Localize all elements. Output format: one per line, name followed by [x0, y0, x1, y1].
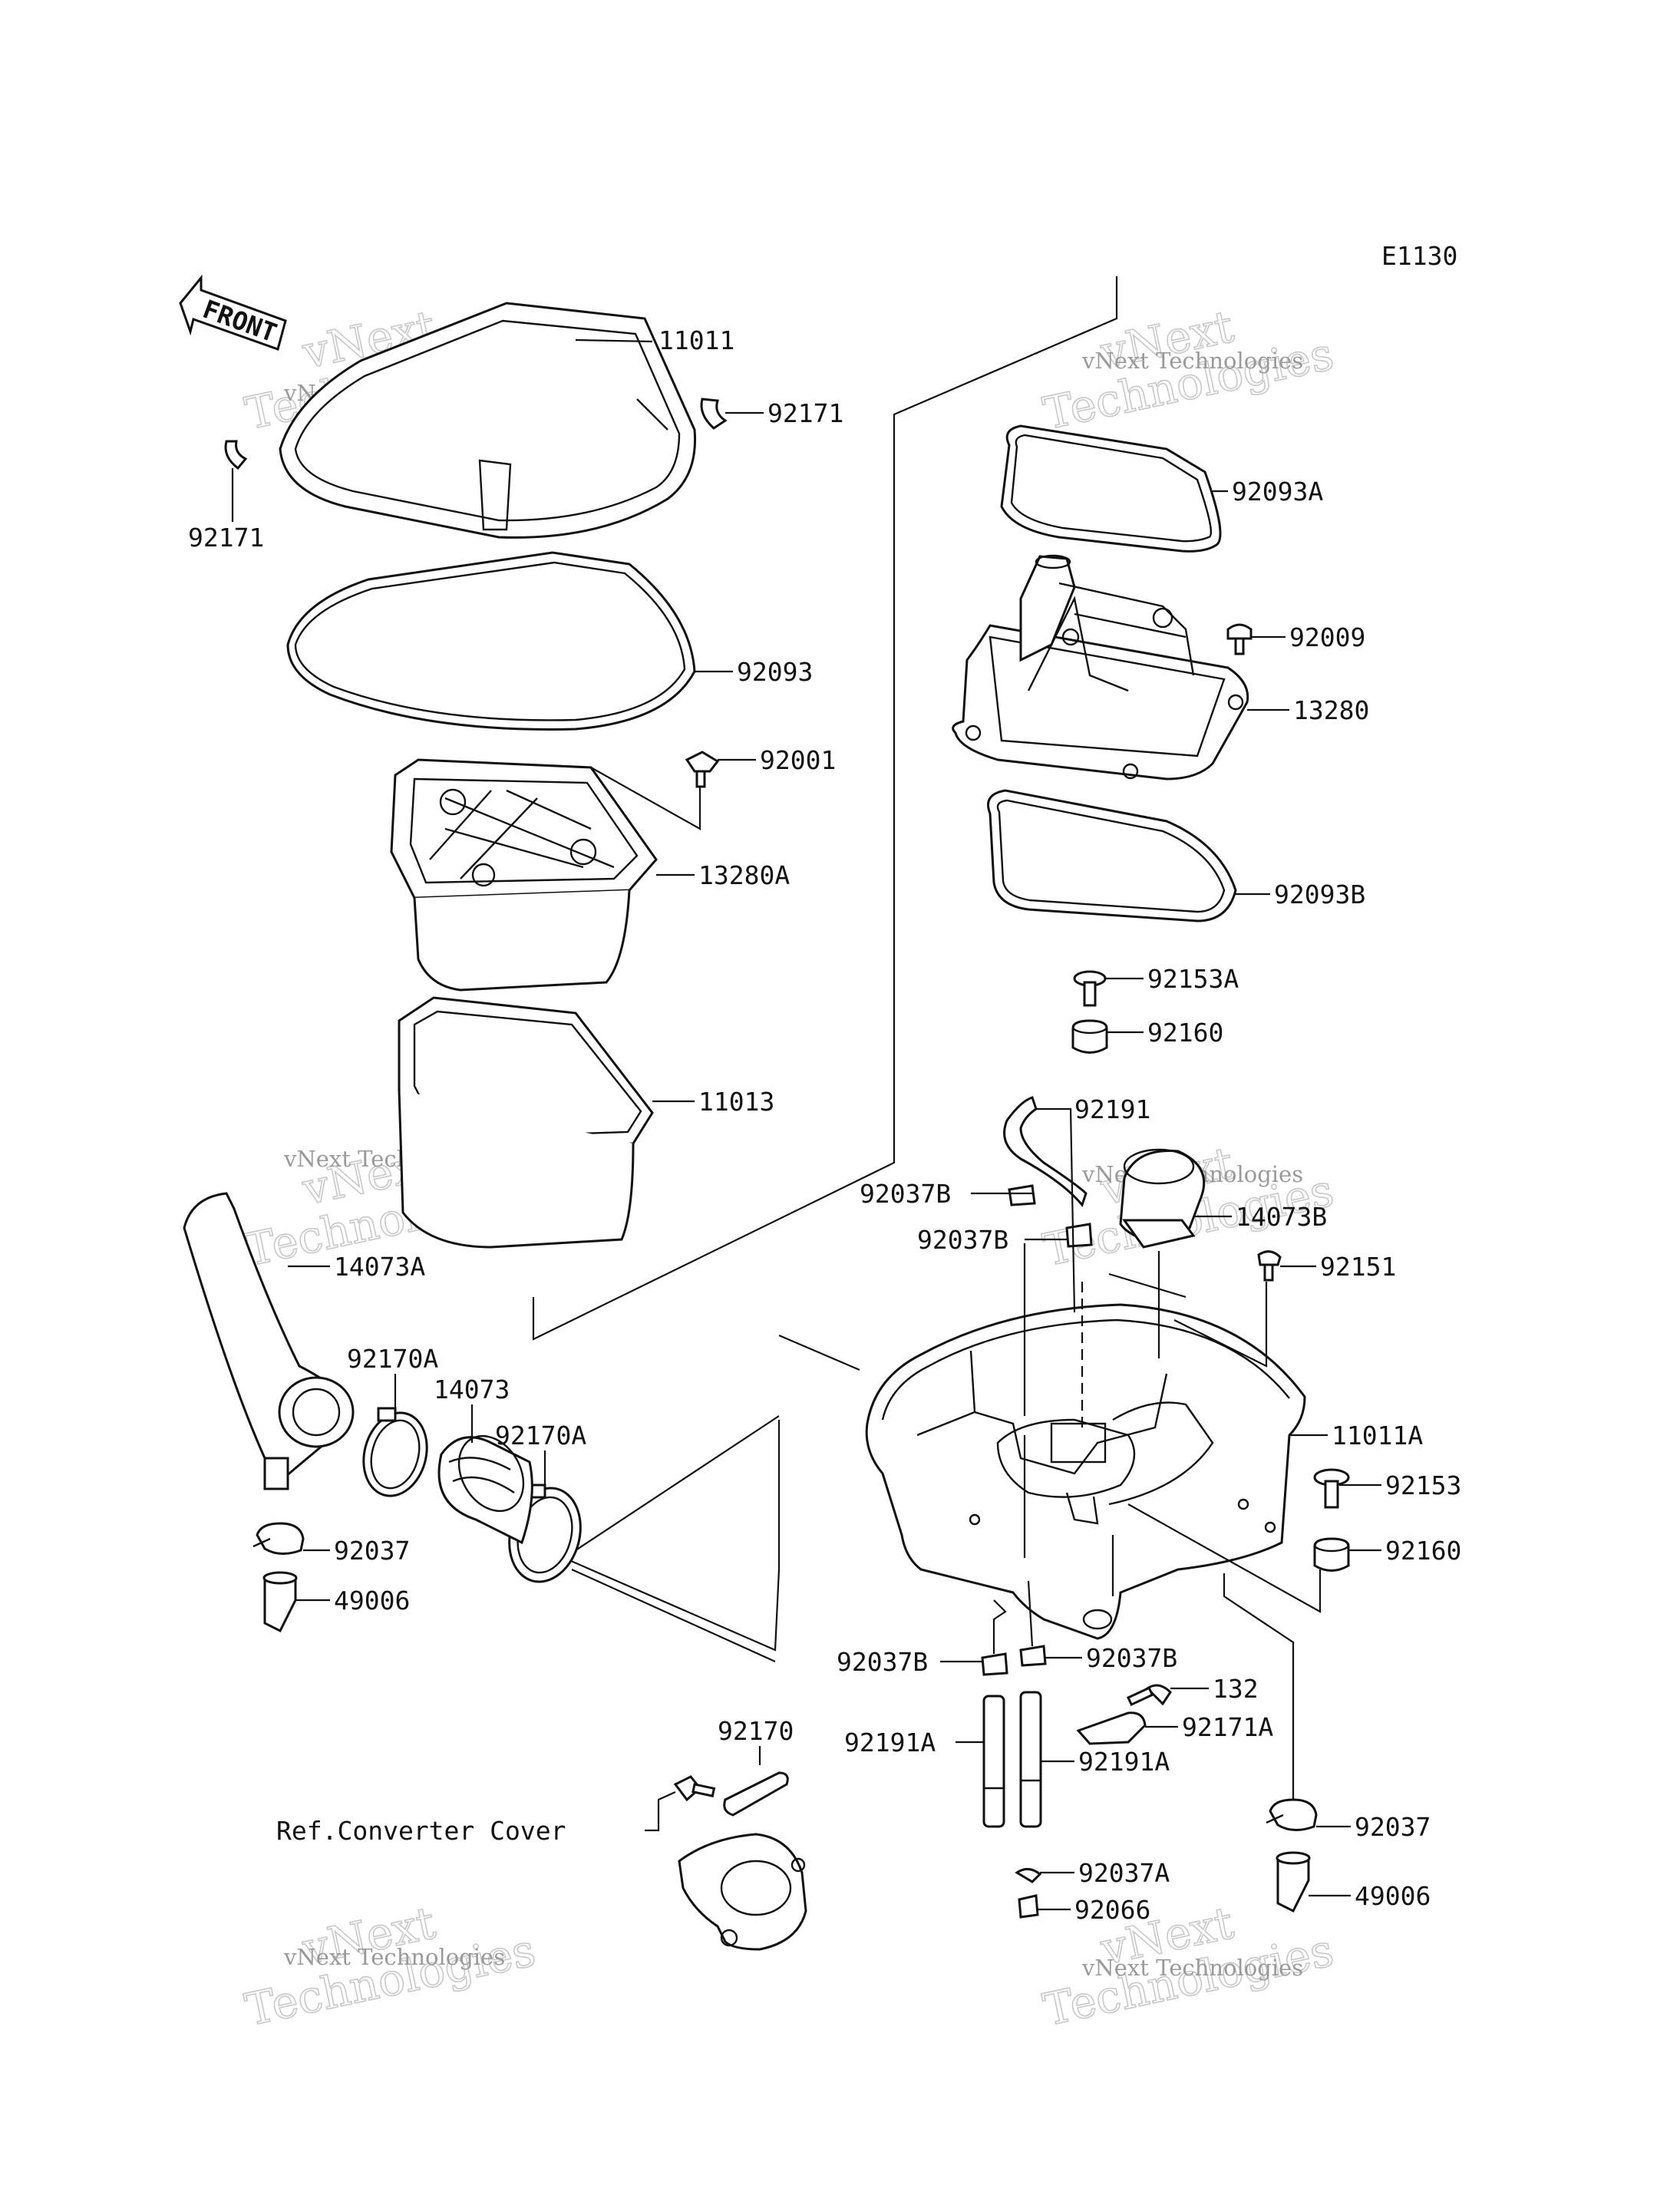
- label-92191: 92191: [1074, 1094, 1150, 1124]
- clamp-92037-left: [252, 1522, 305, 1555]
- label-13280: 13280: [1293, 695, 1369, 725]
- clamp-92037-right: [1266, 1798, 1318, 1831]
- screw-92009: [1226, 623, 1253, 655]
- clip-92171A: [1076, 1711, 1147, 1745]
- label-13280A: 13280A: [698, 860, 790, 890]
- clamp-92037B-2: [1065, 1223, 1093, 1248]
- bolt-92153: [1313, 1468, 1350, 1509]
- label-49006-right: 49006: [1355, 1881, 1431, 1911]
- part-labels: 11011 92171 92171 92093 92001 13280A 110…: [188, 325, 1461, 1925]
- screw-92151: [1257, 1250, 1282, 1282]
- gasket-92093: [286, 551, 696, 731]
- label-92001: 92001: [760, 745, 836, 775]
- drain-cap-49006-left: [262, 1571, 298, 1633]
- label-92153: 92153: [1385, 1470, 1461, 1500]
- label-92009: 92009: [1289, 622, 1365, 652]
- damper-92160-bottom: [1313, 1537, 1350, 1572]
- label-92153A: 92153A: [1147, 964, 1239, 994]
- filter-holder-13280: [952, 554, 1249, 781]
- label-92037B-3: 92037B: [837, 1647, 928, 1677]
- label-92191A-left: 92191A: [844, 1728, 936, 1757]
- band-92170: [723, 1771, 789, 1817]
- bolt-ref-converter: [673, 1775, 716, 1802]
- svg-text:vNext Technologies: vNext Technologies: [1081, 1955, 1303, 1981]
- hose-clamp-92170A-top: [362, 1407, 428, 1497]
- label-92160-top: 92160: [1147, 1018, 1223, 1048]
- svg-text:vNext Technologies: vNext Technologies: [1081, 348, 1303, 374]
- clamp-92037B-4: [1019, 1645, 1047, 1667]
- damper-92160-top: [1071, 1019, 1108, 1054]
- diagram-code: E1130: [1381, 241, 1457, 271]
- label-14073B: 14073B: [1236, 1202, 1327, 1232]
- clip-92037A: [1015, 1868, 1042, 1883]
- air-filter-element-11013: [398, 996, 654, 1249]
- label-132: 132: [1213, 1674, 1259, 1704]
- plug-92066: [1018, 1894, 1039, 1919]
- label-92037B-1: 92037B: [860, 1179, 951, 1209]
- label-92171-right: 92171: [767, 398, 843, 428]
- label-92191A-right: 92191A: [1078, 1747, 1170, 1777]
- label-92037B-4: 92037B: [1086, 1643, 1177, 1673]
- label-11011A: 11011A: [1332, 1421, 1423, 1450]
- drain-hose-92191A-right: [1019, 1691, 1042, 1828]
- gasket-92093B: [987, 789, 1237, 922]
- drain-hose-92191A-left: [982, 1695, 1005, 1828]
- clip-92171-right: [700, 398, 728, 430]
- bolt-132: [1127, 1684, 1172, 1707]
- duct-14073B: [1119, 1148, 1206, 1249]
- clamp-92037B-3: [981, 1652, 1008, 1676]
- section-lines: [532, 276, 1118, 1652]
- label-92170A-top: 92170A: [347, 1344, 438, 1374]
- clamp-92037B-1: [1008, 1184, 1036, 1206]
- label-92171A: 92171A: [1182, 1712, 1273, 1742]
- label-49006-left: 49006: [334, 1586, 410, 1615]
- label-92066: 92066: [1074, 1895, 1150, 1925]
- air-cleaner-cover-11011: [279, 302, 697, 539]
- label-14073: 14073: [434, 1375, 510, 1404]
- label-92037B-2: 92037B: [917, 1225, 1008, 1255]
- front-arrow-icon: FRONT: [179, 274, 287, 351]
- svg-text:FRONT: FRONT: [199, 294, 281, 348]
- intake-duct-14073A: [183, 1192, 355, 1490]
- label-92037-left: 92037: [334, 1536, 410, 1566]
- air-box-11011A: [865, 1303, 1306, 1640]
- label-92093A: 92093A: [1232, 477, 1323, 507]
- label-92093B: 92093B: [1274, 880, 1365, 909]
- clip-92171-left: [224, 440, 248, 470]
- label-11011: 11011: [658, 325, 734, 355]
- label-14073A: 14073A: [334, 1252, 425, 1282]
- label-92170: 92170: [718, 1716, 794, 1746]
- wing-bolt-92001: [685, 751, 720, 788]
- label-11013: 11013: [698, 1087, 774, 1117]
- gasket-92093A: [1000, 424, 1222, 553]
- rubber-sleeve-14073: [437, 1434, 533, 1545]
- bolt-92153A: [1073, 970, 1107, 1007]
- breather-hose-92191: [1003, 1096, 1088, 1208]
- label-92037-right: 92037: [1355, 1812, 1431, 1842]
- label-ref-converter-cover: Ref.Converter Cover: [276, 1816, 566, 1846]
- filter-holder-13280A: [390, 758, 658, 992]
- label-92170A-mid: 92170A: [495, 1421, 586, 1450]
- label-92151: 92151: [1320, 1252, 1396, 1282]
- label-92037A: 92037A: [1078, 1858, 1170, 1888]
- label-92160-bottom: 92160: [1385, 1536, 1461, 1566]
- svg-text:vNext Technologies: vNext Technologies: [283, 1944, 505, 1970]
- drain-cap-49006-right: [1276, 1851, 1311, 1913]
- converter-cover: [678, 1833, 807, 1951]
- label-92093: 92093: [737, 657, 813, 687]
- leader-lines: [231, 338, 1381, 1911]
- label-92171-left: 92171: [188, 523, 264, 553]
